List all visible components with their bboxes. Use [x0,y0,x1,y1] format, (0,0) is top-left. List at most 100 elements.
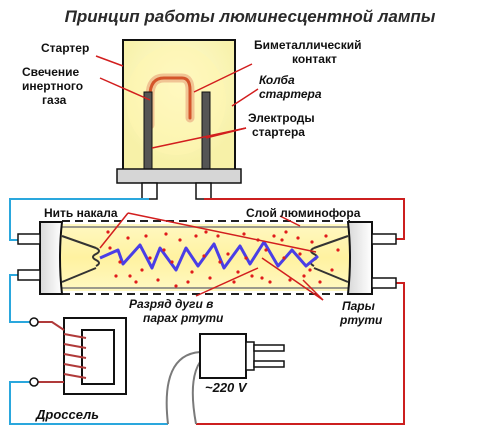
mercury-dot [194,234,198,238]
wiring [9,198,405,425]
label-filament: Нить накала [44,206,118,220]
plug-prong-bottom [253,360,285,368]
label-glow-3: газа [42,93,67,107]
starter-base [116,168,242,184]
mercury-dot [288,278,292,282]
mercury-dot [298,252,302,256]
plug-body [199,333,247,379]
mercury-dot [302,274,306,278]
arc-discharge [99,240,319,272]
mercury-dot [162,248,166,252]
plug-prong-top [253,344,285,352]
starter-electrode-left [143,91,153,170]
mercury-dot [236,270,240,274]
wire-tube-to-choke [9,274,34,323]
starter-pin-right [195,182,212,200]
wire-plug-a [165,351,201,425]
wire-starter-right [204,198,405,240]
bimetal-contact [148,76,192,127]
mercury-dot [284,230,288,234]
mercury-dot [336,248,340,252]
lamp-tube [17,220,397,295]
filament-left [61,235,100,283]
mercury-dot [250,274,254,278]
mercury-dot [296,236,300,240]
tube-pin-right-top [371,233,397,245]
label-mercury-1: Пары [342,299,376,313]
voltage-label: ~220 V [205,380,248,395]
mercury-dot [208,276,212,280]
mercury-dot [140,268,144,272]
mercury-dot [174,284,178,288]
wire-plug-b [191,361,201,425]
mercury-dot [126,236,130,240]
starter-electrode-right [201,91,211,170]
choke-terminal-top [29,317,39,327]
label-phosphor: Слой люминофора [246,206,361,220]
mercury-dot [330,268,334,272]
label-bulb-2: стартера [259,87,322,101]
tube-pin-right-bottom [371,277,397,289]
label-bulb-1: Колба [259,73,295,87]
wire-right-bottom [196,282,405,425]
mercury-dot [128,274,132,278]
label-starter: Стартер [41,41,89,55]
label-choke: Дроссель [35,407,99,422]
label-electrodes-2: стартера [252,125,305,139]
label-electrodes-1: Электроды [248,111,315,125]
plug-collar [245,341,255,371]
mercury-vapour-dots [106,230,340,288]
mercury-dot [244,256,248,260]
mercury-dot [318,280,322,284]
leader-lines [95,55,324,301]
mercury-dot [232,280,236,284]
starter-glow-halo [126,45,226,155]
choke-coil [34,321,87,383]
label-mercury-2: ртути [339,313,383,327]
mercury-dot [204,230,208,234]
mercury-dot [164,232,168,236]
tube-cap-left [39,221,64,295]
mercury-dot [202,254,206,258]
power-plug: ~220 V [199,333,285,395]
wire-choke-bottom [9,381,168,425]
mercury-dot [118,260,122,264]
mercury-dot [190,270,194,274]
mercury-dot [134,280,138,284]
mercury-dot [268,280,272,284]
mercury-dot [156,278,160,282]
mercury-dot [144,234,148,238]
choke [29,317,127,395]
mercury-dot [310,240,314,244]
label-glow-1: Свечение [22,65,80,79]
label-glow-2: инертного [22,79,83,93]
tube-pin-left-top [17,233,41,245]
mercury-dot [216,234,220,238]
mercury-dot [282,256,286,260]
mercury-dot [308,268,312,272]
mercury-dot [324,234,328,238]
tube-pin-left-bottom [17,269,41,281]
mercury-dot [186,280,190,284]
page-title: Принцип работы люминесцентной лампы [65,7,436,26]
wire-starter-left [9,198,149,241]
mercury-dot [260,276,264,280]
mercury-dot [264,248,268,252]
mercury-dot [108,246,112,250]
choke-core [81,329,115,385]
label-arc-2: парах ртути [143,311,224,325]
mercury-dot [178,238,182,242]
mercury-dot [272,234,276,238]
mercury-dot [114,274,118,278]
mercury-dot [242,232,246,236]
label-bimetal-1: Биметаллический [254,38,361,52]
mercury-dot [148,256,152,260]
label-arc-1: Разряд дуги в [129,297,213,311]
tube-cap-right [346,221,373,295]
mercury-dot [170,260,174,264]
mercury-dot [218,260,222,264]
mercury-dot [280,238,284,242]
starter [116,39,242,200]
